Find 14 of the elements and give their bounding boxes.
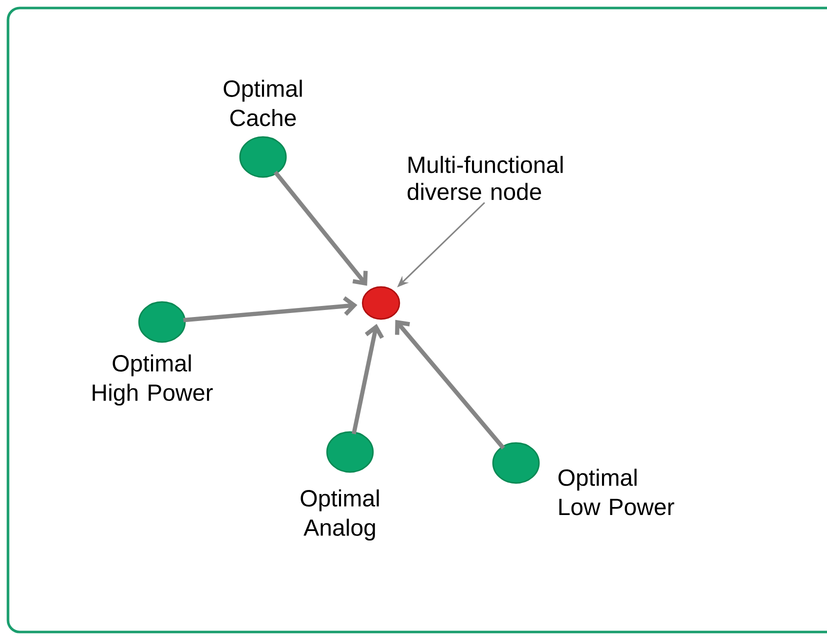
node-label: Optimal High Power [92,354,213,406]
arrow [352,324,384,434]
node-label: Optimal Low Power [558,468,674,516]
circle-node [492,442,540,484]
node-label: Optimal Cache [224,80,302,126]
node-label: Multi-functional diverse node [408,156,563,200]
circle-node [326,431,374,473]
circle-node [239,136,287,178]
arrow [395,320,506,450]
arrow [274,170,368,286]
arrow [183,296,358,322]
circle-node [138,301,186,343]
node-label: Optimal Analog [300,489,379,541]
circle-node [362,286,400,320]
